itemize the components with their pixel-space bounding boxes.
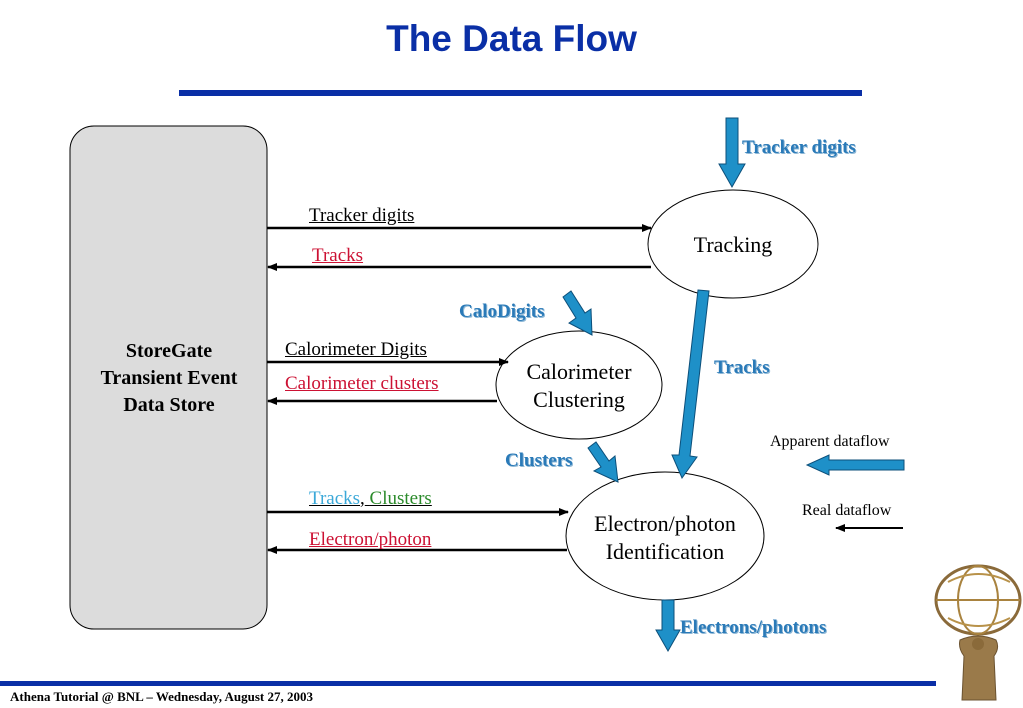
legend-real-label: Real dataflow [802,502,892,519]
blue-arrow-tracks-flow [671,289,710,480]
legend-apparent-label: Apparent dataflow [770,433,890,450]
calorimeter-clustering-node [495,330,663,440]
blue-arrow-electrons-photons-out [655,599,681,653]
tracks-clusters-label: Tracks, Clusters [309,489,432,508]
storegate-line1: StoreGate [125,340,213,362]
clusters-get-label: Clusters [369,488,432,509]
footer-rule [0,681,936,686]
storegate-label: StoreGate Transient Event Data Store [72,338,266,419]
atlas-logo [934,564,1022,701]
electrons-photons-out-label: Electrons/photons [680,617,827,638]
storegate-line2: Transient Event [100,367,238,389]
clusters-flow-label: Clusters [505,450,573,471]
egamma-line1: Electron/photon [594,511,736,536]
calo-line1: Calorimeter [526,359,632,384]
electron-photon-id-label: Electron/photon Identification [566,510,764,566]
title-rule [179,90,862,96]
tracks-flow-label: Tracks [714,357,770,378]
calorimeter-digits-label: Calorimeter Digits [285,339,427,360]
calo-line2: Clustering [533,387,625,412]
tracker-digits-in-label: Tracker digits [742,137,856,158]
tracker-digits-label: Tracker digits [309,205,415,226]
calodigits-label: CaloDigits [459,301,545,322]
tracks-put-label: Tracks [312,245,364,266]
electron-photon-put-label: Electron/photon [309,529,432,550]
calorimeter-clustering-label: Calorimeter Clustering [496,358,662,414]
blue-arrow-clusters [587,441,619,483]
comma: , [360,488,365,509]
egamma-line2: Identification [605,539,725,564]
footer-text: Athena Tutorial @ BNL – Wednesday, Augus… [10,689,313,704]
legend-apparent-arrow [805,454,905,476]
storegate-box [69,125,268,630]
calorimeter-clusters-label: Calorimeter clusters [285,373,439,394]
tracking-node [647,189,819,299]
tracking-label: Tracking [693,232,773,257]
page-title: The Data Flow [386,18,637,59]
storegate-line3: Data Store [123,394,215,416]
blue-arrow-tracker-digits-in [718,117,746,189]
tracks-get-label: Tracks [309,488,361,509]
blue-arrow-calodigits [562,290,593,336]
